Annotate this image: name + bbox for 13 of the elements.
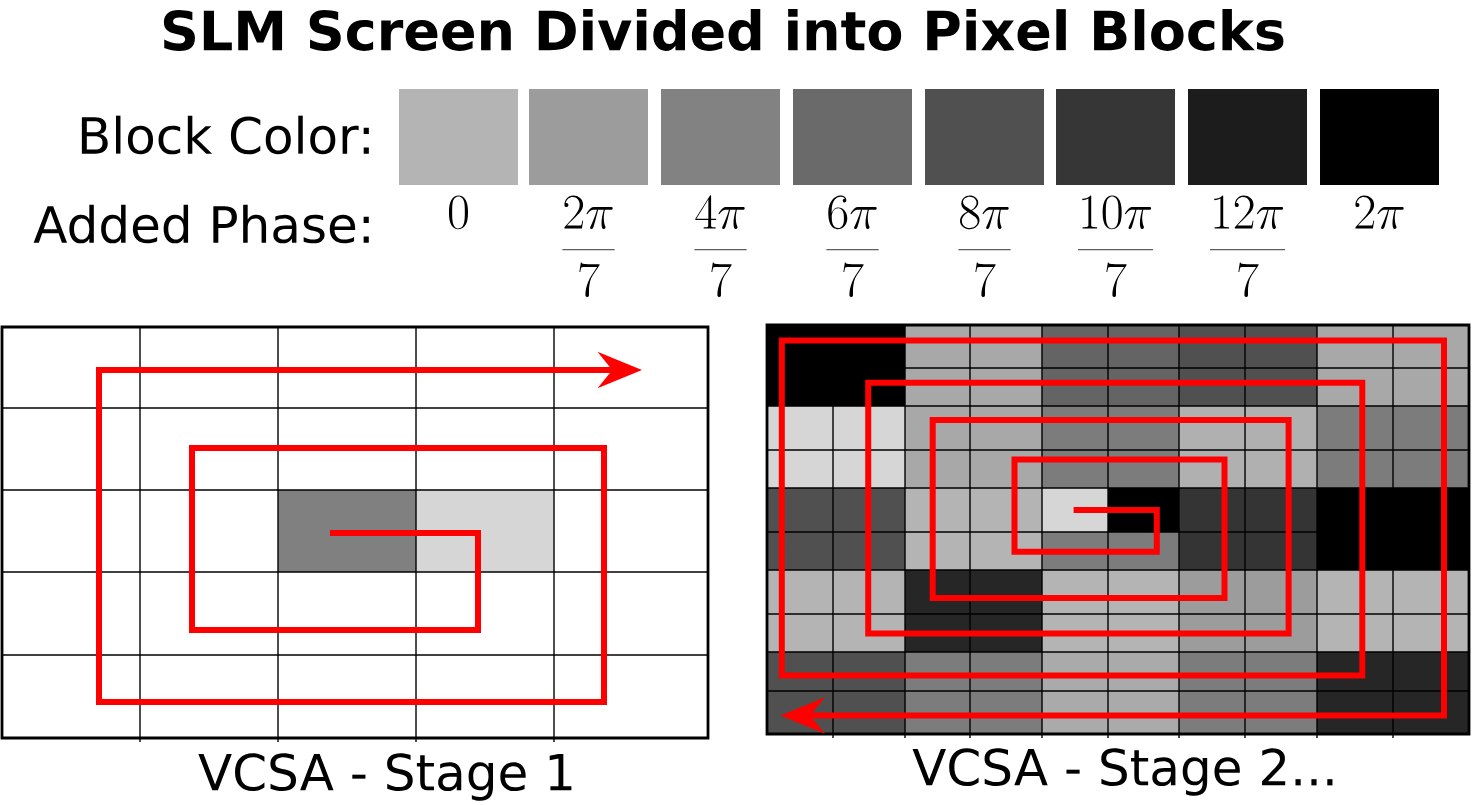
caption: VCSA - Stage 2... <box>912 748 1333 796</box>
phase-value: $\frac{4\pi}{7}$ <box>694 195 747 298</box>
phase-value: $\frac{8\pi}{7}$ <box>958 195 1011 298</box>
phase-value: $0$ <box>449 195 468 230</box>
phase-value: $2\pi$ <box>1355 195 1404 229</box>
phase-value: $\frac{2\pi}{7}$ <box>562 195 615 298</box>
phase-value: $\frac{6\pi}{7}$ <box>826 195 879 298</box>
title: SLM Screen Divided into Pixel Blocks <box>163 9 1284 51</box>
caption: VCSA - Stage 1 <box>198 753 572 801</box>
phase-value: $\frac{10\pi}{7}$ <box>1077 195 1154 298</box>
row-label: Block Color: <box>81 115 369 155</box>
phase-value: $\frac{12\pi}{7}$ <box>1209 195 1286 298</box>
row-label: Added Phase: <box>33 204 369 244</box>
